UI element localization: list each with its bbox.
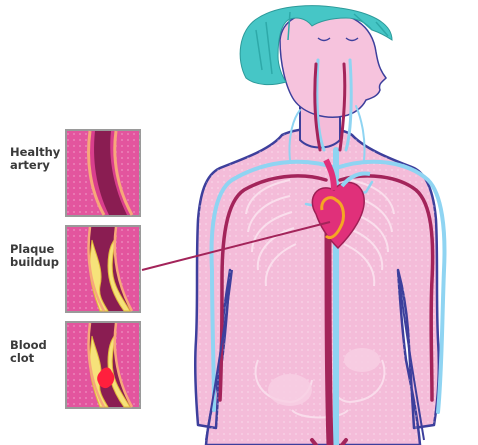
label-line: artery	[10, 159, 60, 172]
label-line: buildup	[10, 256, 59, 269]
label-line: clot	[10, 352, 47, 365]
plaque-buildup-panel	[66, 226, 140, 312]
blood-clot-panel	[66, 322, 140, 408]
body-texture	[195, 128, 439, 445]
healthy-artery-label: Healthy artery	[10, 146, 60, 172]
organ-shape	[344, 348, 380, 372]
plaque-buildup-label: Plaque buildup	[10, 243, 59, 269]
healthy-artery-panel	[66, 130, 140, 216]
blood-clot-label: Blood clot	[10, 339, 47, 365]
organ-shape	[268, 374, 312, 406]
